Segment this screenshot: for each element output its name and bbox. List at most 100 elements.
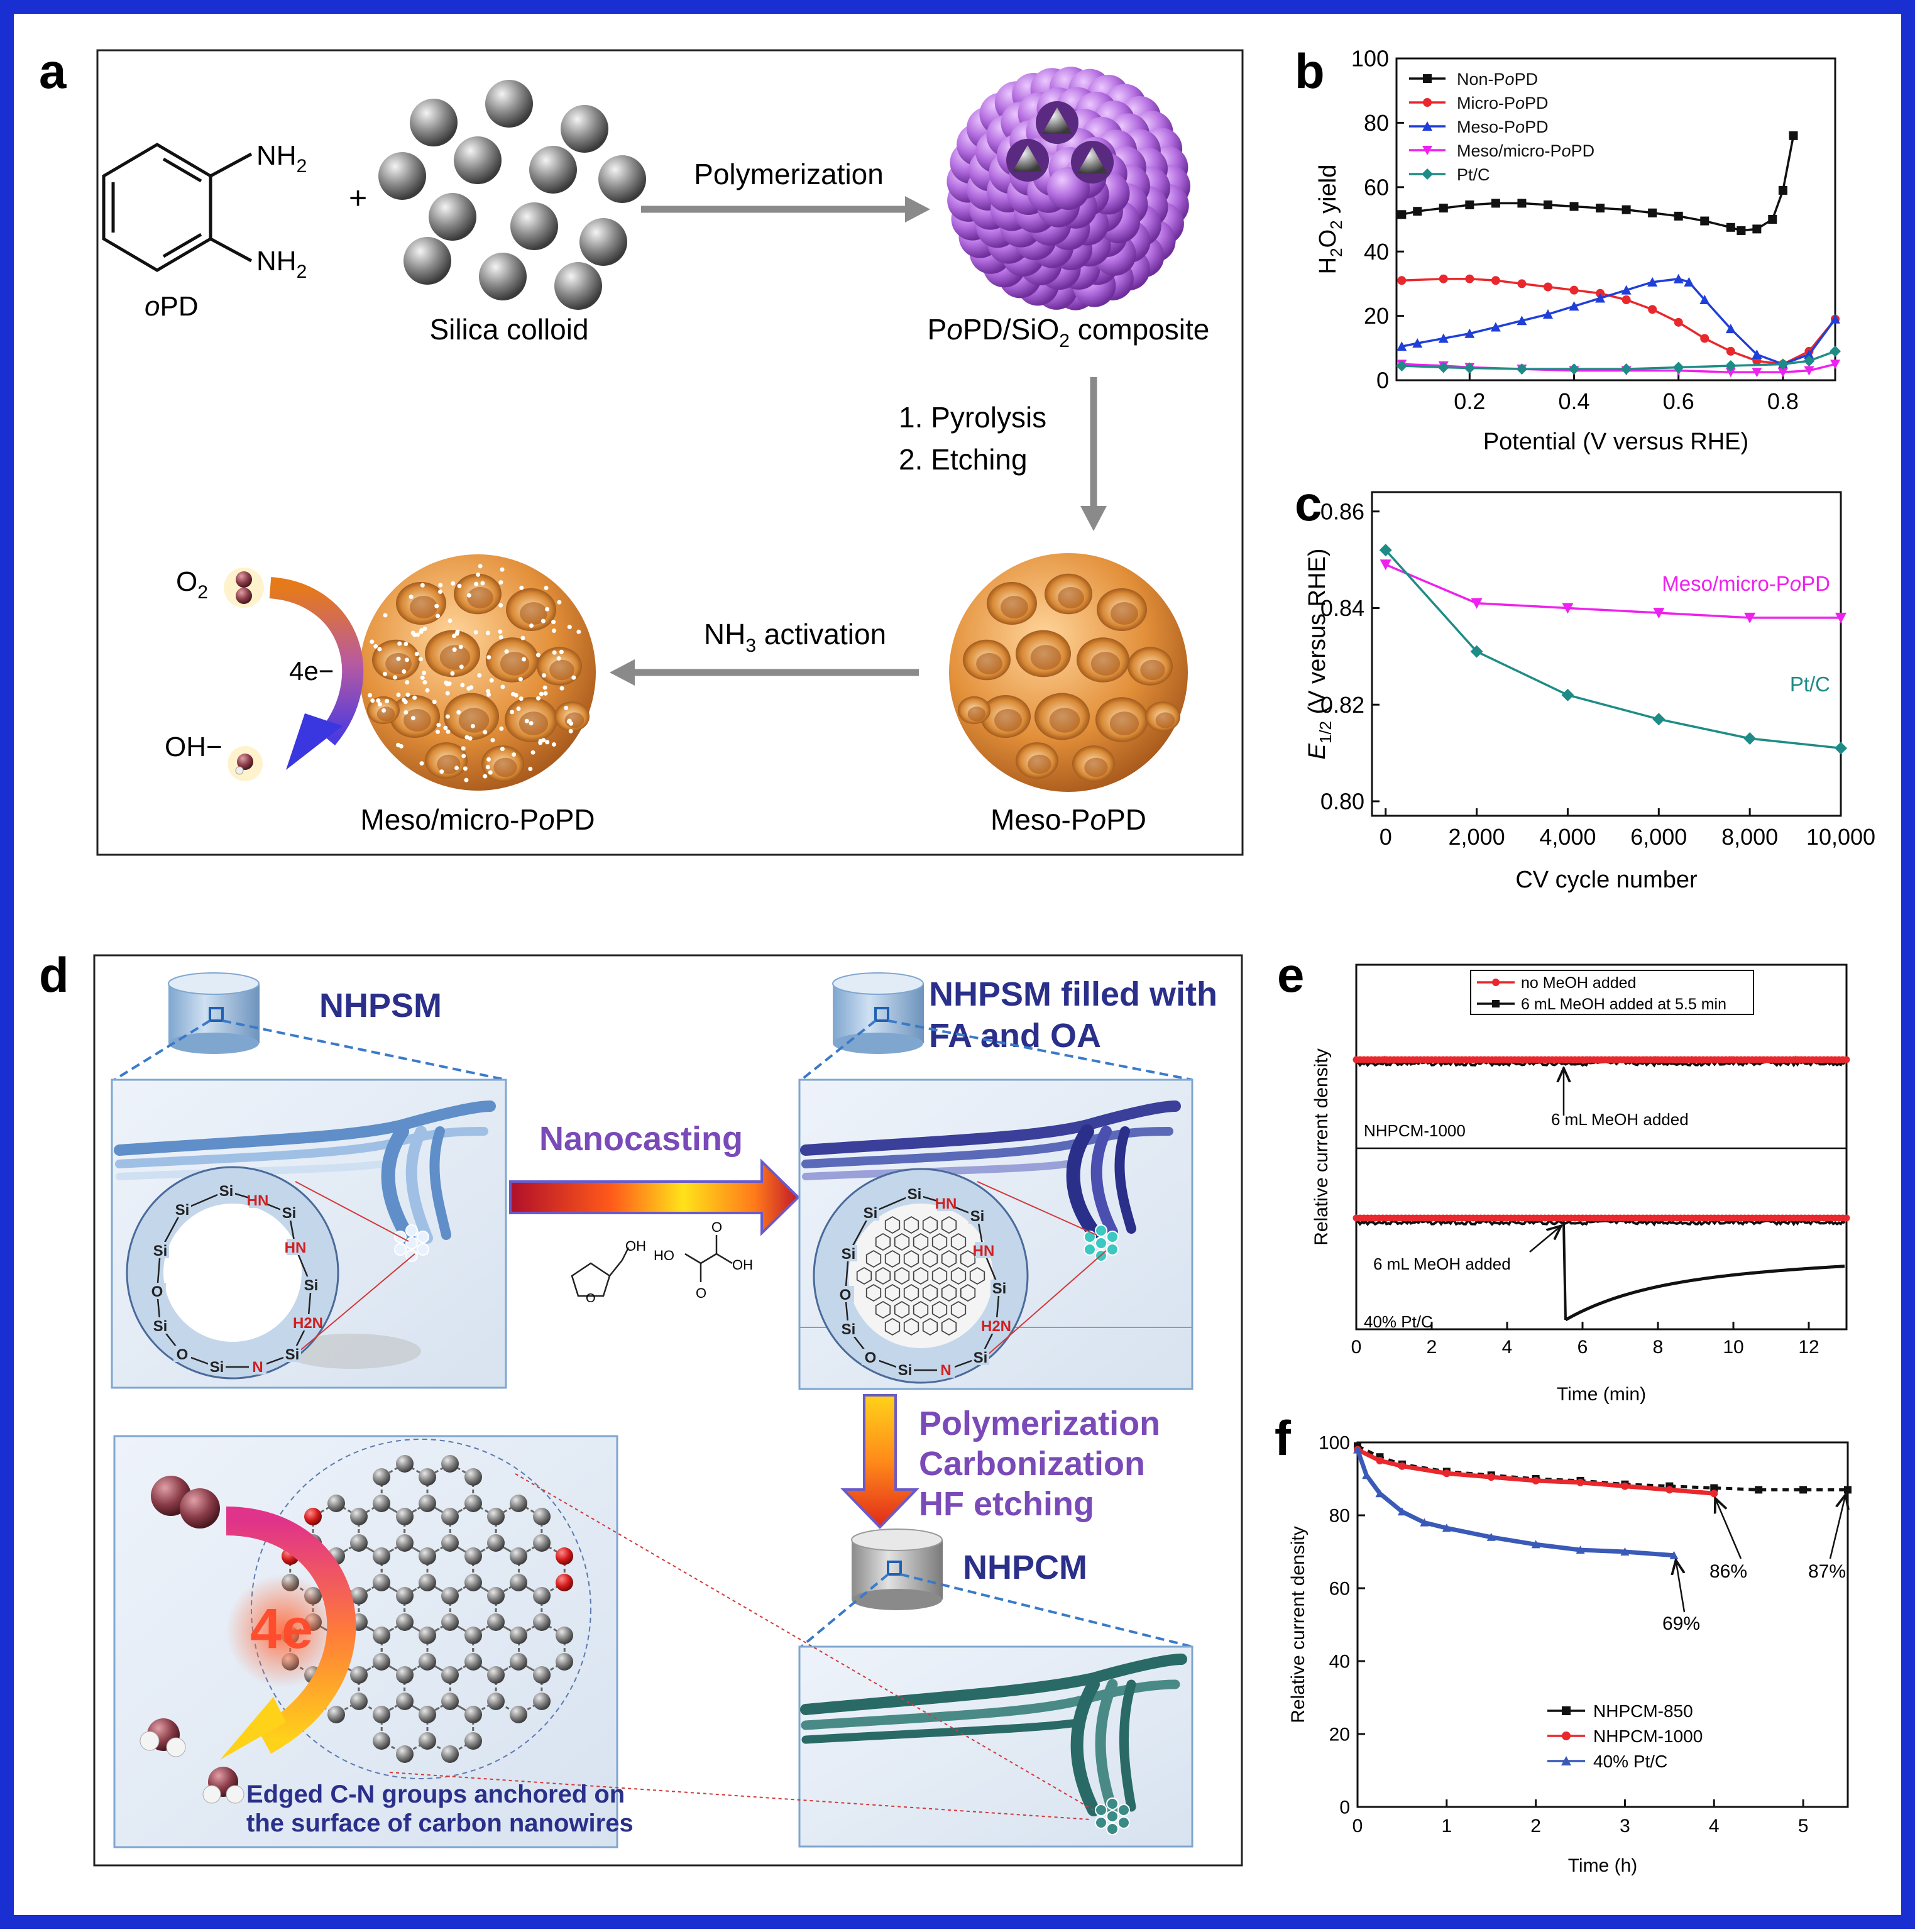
polymer-ring <box>903 1216 919 1234</box>
zoom-line-left-a <box>113 1019 211 1081</box>
micropore-dot <box>557 600 562 605</box>
y-axis-label: H2O2 yield <box>1315 165 1346 275</box>
data-point <box>1562 603 1574 614</box>
micropore-dot <box>477 673 482 678</box>
micropore-dot <box>519 696 524 701</box>
y-tick-label: 0 <box>1376 368 1389 393</box>
carbon-atom <box>510 1547 527 1565</box>
micropore-dot <box>551 742 556 747</box>
data-point <box>1755 1486 1763 1494</box>
atom-bg <box>975 1242 992 1258</box>
data-point <box>1777 368 1788 378</box>
carbon-atom <box>441 1745 459 1763</box>
data-point <box>1397 276 1407 285</box>
micropore-dot <box>436 613 441 618</box>
mesopore-shadow <box>500 652 530 676</box>
data-point <box>1413 207 1422 216</box>
micropore-dot <box>422 680 427 685</box>
data-point <box>1380 559 1391 571</box>
pore-end <box>1106 1823 1119 1835</box>
no-methanol-markers <box>1353 1056 1850 1063</box>
micropore-dot <box>478 564 483 569</box>
micropore-dot <box>480 581 485 586</box>
data-point <box>1487 1473 1495 1481</box>
micropore-dot <box>470 723 475 728</box>
data-point <box>1725 324 1736 334</box>
micropore-dot <box>488 770 493 775</box>
micropore-dot <box>486 757 491 762</box>
micropore-dot <box>545 740 550 745</box>
atom-bg <box>299 1314 317 1331</box>
water-molecule-a <box>140 1718 186 1757</box>
micropore-dot <box>402 669 407 674</box>
mesopore-shadow <box>967 706 986 722</box>
oxalic-acid-structure <box>684 1235 733 1282</box>
atom-bg <box>987 1317 1005 1334</box>
plus-sign: + <box>349 180 367 216</box>
panel-a: a NH2 NH2 oPD + Silica colloid Polymeriz… <box>39 43 1244 856</box>
panel-c-letter: c <box>1295 476 1322 531</box>
pore-end <box>405 1237 418 1249</box>
pore-end <box>417 1231 429 1243</box>
carbon-atom <box>396 1534 414 1552</box>
pore-end <box>1095 1237 1107 1249</box>
micropore-dot <box>516 706 521 711</box>
atom-bg <box>937 1361 955 1378</box>
four-electron-label: 4e− <box>289 656 334 686</box>
furfuryl-alcohol-structure <box>571 1247 630 1297</box>
carbon-atom <box>373 1574 390 1591</box>
micropore-dot <box>559 649 564 654</box>
nhpsm-pore-inner <box>163 1204 302 1342</box>
annotation-arrow <box>1676 1562 1684 1613</box>
embedded-silica <box>1077 147 1107 173</box>
atom-bg <box>249 1358 266 1375</box>
carbon-atom <box>464 1732 482 1750</box>
data-point <box>1621 285 1632 295</box>
data-point <box>1375 1489 1385 1498</box>
mesopore-shadow <box>1058 586 1084 609</box>
mesopore-shadow <box>385 652 412 675</box>
pore-end <box>1117 1816 1130 1829</box>
step-etching: 2. Etching <box>899 443 1028 476</box>
pore-end <box>405 1224 418 1237</box>
process-polymerization: Polymerization <box>919 1405 1160 1442</box>
micropore-dot <box>434 603 439 608</box>
mesopore-shadow <box>458 708 490 733</box>
carbon-atom <box>396 1455 414 1473</box>
data-point <box>1486 1532 1496 1541</box>
micropore-dot <box>396 656 401 661</box>
polymer-ring <box>913 1266 929 1285</box>
micropore-dot <box>452 647 457 652</box>
subplot-label: 40% Pt/C <box>1364 1312 1433 1331</box>
carbon-atom <box>373 1732 390 1750</box>
mesopore-shadow <box>976 652 1002 675</box>
data-point <box>1725 360 1737 371</box>
atom-bg <box>990 1280 1008 1296</box>
micropore-dot <box>539 691 544 696</box>
legend-label: 40% Pt/C <box>1593 1752 1667 1771</box>
data-point <box>1471 598 1483 609</box>
carbon-atom <box>350 1587 368 1605</box>
atom-bg <box>287 1239 304 1255</box>
polymer-ring <box>875 1232 891 1251</box>
pore-end <box>394 1243 407 1256</box>
oxalic-oh-label: OH <box>732 1257 753 1273</box>
micropore-dot <box>385 698 390 703</box>
polymer-ring <box>884 1249 901 1268</box>
atom-bg <box>173 1346 191 1362</box>
carbon-atom <box>419 1653 436 1671</box>
meso-popd-sphere <box>949 553 1188 792</box>
atom-label: Si <box>974 1349 988 1366</box>
data-point <box>1376 1457 1384 1464</box>
filled-nhpsm-cylinder <box>832 972 924 1054</box>
atom-bg <box>896 1361 914 1378</box>
mesopore-shadow <box>493 757 517 777</box>
carbon-atom <box>350 1508 368 1525</box>
nhpcm-pore-ends <box>1095 1798 1130 1835</box>
micropore-dot <box>518 677 523 682</box>
data-point <box>1531 1540 1540 1549</box>
micropore-dot <box>445 714 450 719</box>
